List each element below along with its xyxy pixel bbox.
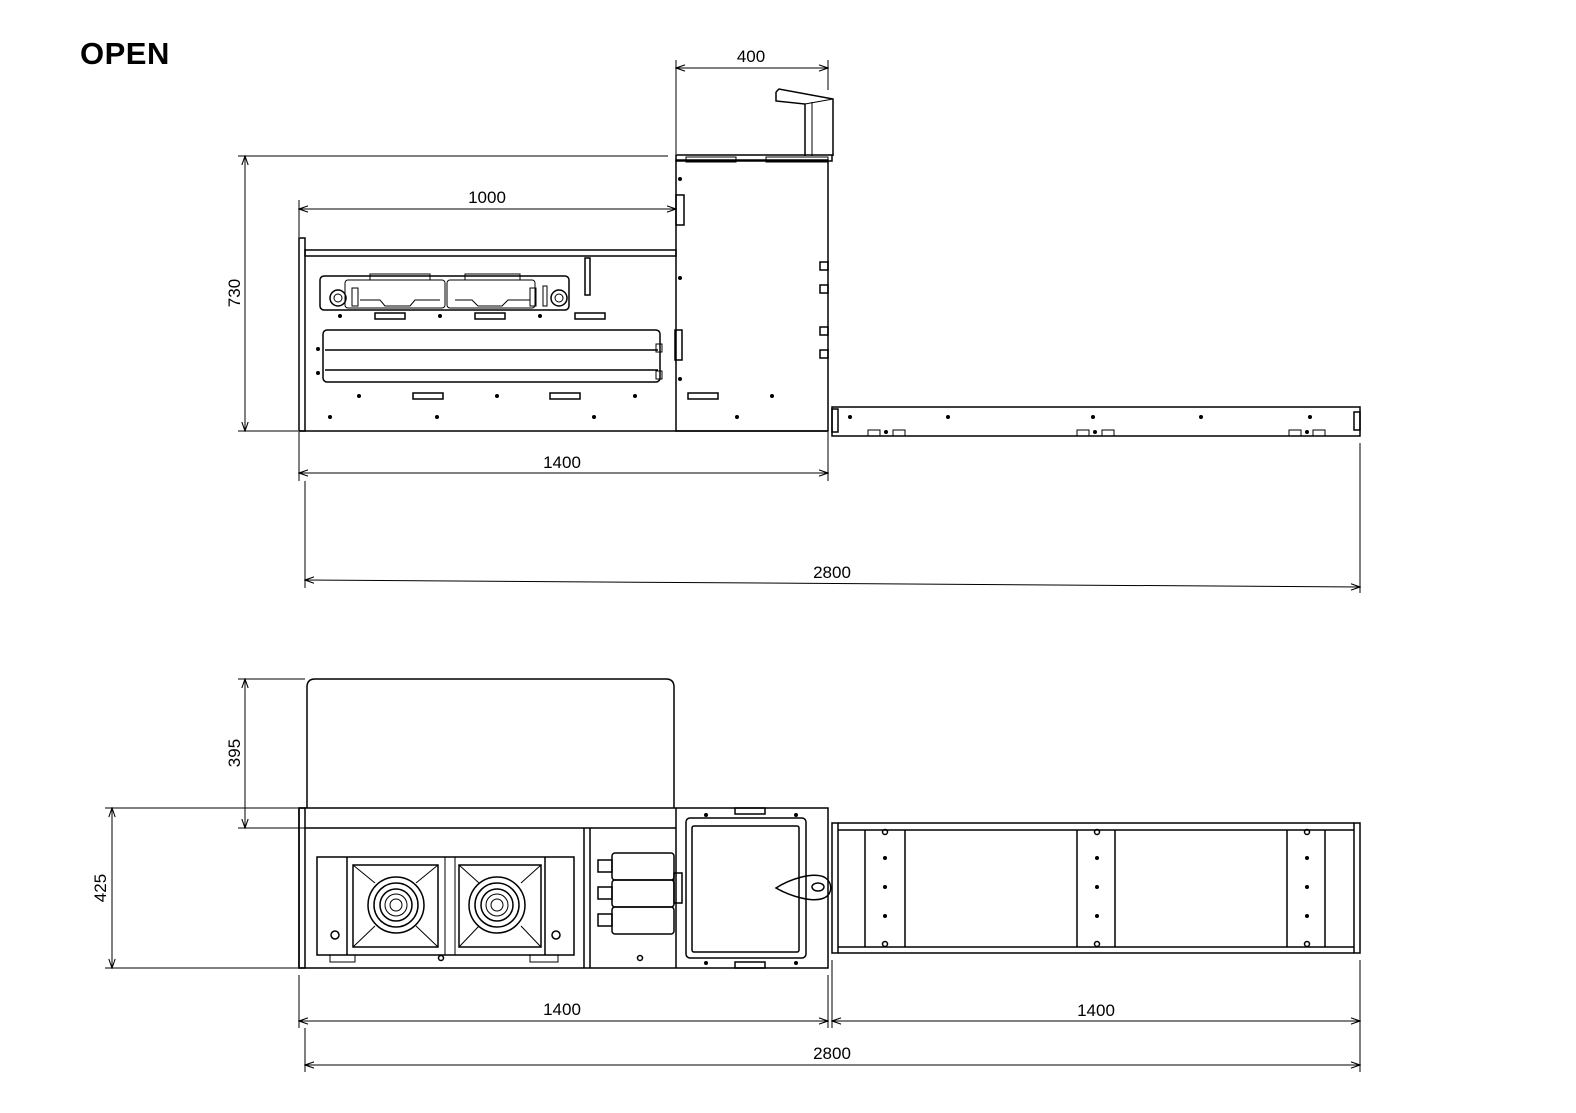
burner-right (458, 864, 542, 948)
sink (685, 807, 807, 969)
side-notch (819, 326, 829, 336)
unit-body (298, 807, 829, 969)
gas-canister (611, 906, 675, 935)
slot (687, 392, 719, 400)
dimension-label: 1000 (468, 188, 506, 207)
latch (673, 872, 683, 904)
dimension-total-length: 2800 (305, 1028, 1360, 1072)
gas-canister (611, 852, 675, 881)
drawer-handle-icon (774, 874, 832, 901)
top-plate-foot (765, 156, 829, 163)
left-end-plate (298, 237, 306, 432)
divider-bar (584, 257, 591, 296)
valve-icon (597, 859, 613, 873)
slot (374, 312, 406, 320)
column-tab (675, 194, 685, 226)
dimension-label: 730 (225, 279, 244, 307)
cooker-rail (319, 273, 570, 311)
column-top-plate (675, 154, 833, 162)
side-notch (819, 261, 829, 271)
dimension-label: 400 (737, 47, 765, 66)
dimension-height: 730 (225, 156, 668, 431)
dimension-label: 1400 (1077, 1001, 1115, 1020)
gas-canisters (597, 852, 683, 962)
dimension-depth: 425 (91, 808, 298, 968)
drawer-rail (322, 329, 663, 383)
latch (674, 329, 683, 361)
dimension-unit-length: 1400 (299, 975, 828, 1028)
dimension-label: 2800 (813, 563, 851, 582)
extension-rail-elevation (831, 406, 1361, 437)
knob-icon (550, 289, 568, 307)
open-lid (306, 678, 675, 808)
side-notch (819, 349, 829, 359)
top-handle-bracket (775, 88, 834, 156)
drawing-title: OPEN (80, 36, 170, 71)
dimension-label: 1400 (543, 453, 581, 472)
dimension-label: 1400 (543, 1000, 581, 1019)
control-knob-icon (330, 930, 340, 940)
two-burner-cooker (316, 856, 575, 963)
dimension-unit-length: 1400 (299, 432, 828, 481)
dimension-cooker-width: 1000 (299, 188, 676, 237)
elevation-view: 400 1000 730 1400 2800 (225, 47, 1360, 593)
left-end-plate (298, 807, 306, 969)
slot (474, 312, 506, 320)
knob-icon (329, 289, 347, 307)
slot (574, 312, 606, 320)
extension-rail-plan (831, 822, 1361, 954)
plan-view: 395 425 1400 1400 2800 (91, 679, 1360, 1072)
dimension-lid-height: 395 (225, 679, 305, 828)
valve-icon (597, 886, 613, 900)
pantry-column (675, 159, 829, 432)
dimension-column-width: 400 (676, 47, 828, 154)
top-plate-foot (685, 156, 737, 163)
mounting-holes (316, 177, 774, 419)
dimension-extension-length: 1400 (832, 960, 1360, 1028)
counter-top (304, 249, 677, 257)
dimension-label: 395 (225, 739, 244, 767)
dimension-total-length: 2800 (305, 443, 1360, 593)
slot (549, 392, 581, 400)
dimension-label: 425 (91, 874, 110, 902)
dimension-label: 2800 (813, 1044, 851, 1063)
slot (412, 392, 444, 400)
burner-left (352, 864, 439, 948)
side-notch (819, 284, 829, 294)
valve-icon (597, 913, 613, 927)
control-knob-icon (551, 930, 561, 940)
gas-canister (611, 879, 675, 908)
